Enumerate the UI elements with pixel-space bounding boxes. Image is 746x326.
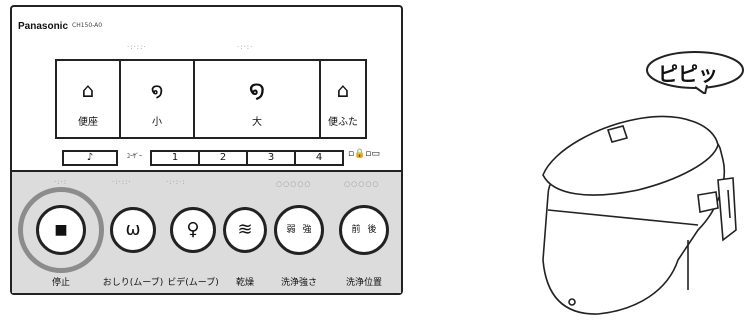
toilet-remote-panel: Panasonic CH150-A0 ·:·::· ·:·:· ⌂ 便座 ໑ 小…	[10, 5, 403, 295]
bidet-label: ビデ(ムーブ)	[167, 278, 219, 288]
position-front-button[interactable]: 前	[351, 225, 361, 235]
memory-button-row: ♪ ﾕｰｻﾞｰ 1 2 3 4	[62, 150, 344, 166]
seat-button[interactable]: ⌂ 便座	[57, 61, 119, 137]
note-button[interactable]: ♪	[62, 150, 118, 166]
rear-wash-label: おしり(ムーブ)	[102, 278, 164, 288]
note-icon: ♪	[86, 152, 94, 163]
wash-position-label: 洗浄位置	[345, 278, 382, 288]
brand-logo: Panasonic	[18, 21, 69, 32]
lid-icon: ⌂	[336, 78, 350, 102]
rear-wash-icon: ω	[125, 219, 141, 240]
rear-wash-button[interactable]: ω	[110, 207, 156, 253]
bidet-icon: ♀	[186, 219, 200, 240]
wash-strength-label: 洗浄強さ	[280, 278, 317, 288]
position-back-button[interactable]: 後	[367, 225, 377, 235]
dry-icon: ≋	[237, 219, 253, 240]
stop-icon: ■	[54, 222, 68, 238]
flush-small-button[interactable]: ໑ 小	[119, 61, 193, 137]
strength-strong-button[interactable]: 強	[302, 225, 312, 235]
flush-large-icon: ໑	[248, 75, 266, 105]
lower-control-area: ·:·: ·:·::· ·:·:·: ○○○○○ ○○○○○ ■ 停止 ω おし…	[12, 170, 401, 293]
memory-button-2[interactable]: 2	[198, 150, 248, 166]
flush-large-label: 大	[252, 117, 262, 128]
lock-icon: ▫🔒▫▭	[348, 149, 380, 159]
seat-button-label: 便座	[78, 117, 98, 128]
lid-button-label: 便ふた	[328, 117, 358, 128]
braille-dots: ·:·:·:	[166, 178, 186, 186]
bidet-button[interactable]: ♀	[170, 207, 216, 253]
toilet-illustration	[542, 115, 737, 315]
strength-level-dots: ○○○○○	[276, 180, 312, 188]
braille-dots: ·:·::·	[127, 43, 147, 51]
stop-highlight-ring	[18, 187, 104, 273]
dry-label: 乾燥	[235, 278, 254, 288]
braille-dots: ·:·:	[54, 178, 68, 186]
wash-position-control[interactable]: 前 後	[339, 205, 389, 255]
memory-button-3[interactable]: 3	[246, 150, 296, 166]
seat-icon: ⌂	[81, 78, 95, 102]
wash-strength-control[interactable]: 弱 強	[274, 205, 324, 255]
speech-text: ピピッ	[658, 62, 718, 86]
lid-button[interactable]: ⌂ 便ふた	[319, 61, 365, 137]
speech-bubble	[646, 51, 744, 94]
braille-dots: ·:·::·	[112, 178, 132, 186]
flush-small-icon: ໑	[150, 78, 164, 102]
flush-large-button[interactable]: ໑ 大	[193, 61, 319, 137]
memory-button-4[interactable]: 4	[294, 150, 344, 166]
stop-label: 停止	[51, 278, 70, 288]
braille-dots: ·:·:·	[237, 43, 254, 51]
dry-button[interactable]: ≋	[223, 207, 267, 253]
top-button-panel: ⌂ 便座 ໑ 小 ໑ 大 ⌂ 便ふた	[55, 59, 367, 139]
model-number: CH150-A0	[72, 22, 103, 29]
stop-button[interactable]: ■	[36, 205, 86, 255]
flush-small-label: 小	[152, 117, 162, 128]
position-level-dots: ○○○○○	[344, 180, 380, 188]
strength-weak-button[interactable]: 弱	[286, 225, 296, 235]
memory-button-1[interactable]: 1	[150, 150, 200, 166]
user-label: ﾕｰｻﾞｰ	[127, 153, 143, 160]
